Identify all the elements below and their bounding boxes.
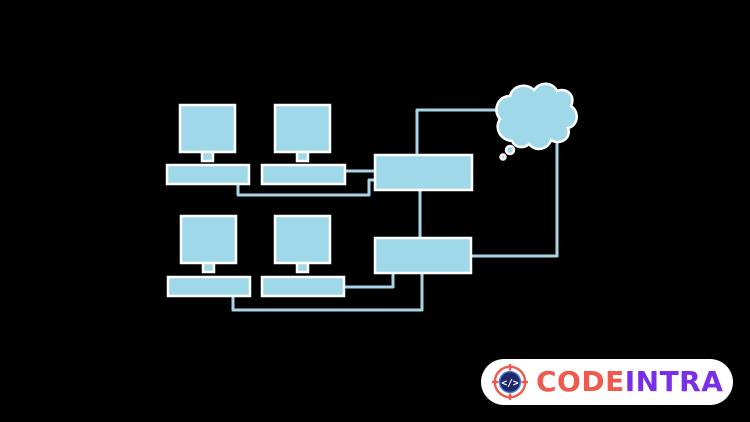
monitor-stand [201, 261, 216, 274]
computer-4 [260, 214, 346, 298]
computer-2 [260, 103, 347, 186]
connector-switch-top-cloud [415, 108, 497, 155]
monitor [178, 103, 237, 154]
brand-name-part1: CODE [536, 365, 625, 398]
monitor-stand [295, 150, 310, 163]
keyboard [260, 163, 347, 186]
keyboard [260, 275, 346, 298]
monitor-stand [295, 261, 310, 274]
connector-switch-bottom-cloud [472, 135, 559, 258]
brand-name: CODEINTRA [536, 368, 723, 396]
cloud-shape [495, 82, 578, 151]
brand-badge: </> CODEINTRA [481, 359, 733, 405]
connector-computer1-switch-top [236, 178, 375, 197]
computer-1 [165, 103, 251, 186]
switch-top [373, 153, 474, 192]
connector-computer4-switch-bottom [344, 273, 395, 289]
monitor [273, 214, 332, 265]
monitor-stand [200, 150, 215, 163]
svg-text:</>: </> [501, 378, 518, 389]
computer-3 [166, 214, 252, 298]
cloud-bubble-small [499, 153, 507, 161]
code-target-icon: </> [491, 363, 529, 401]
cloud-bubble-large [504, 144, 516, 156]
brand-name-part2: INTRA [624, 365, 724, 398]
connector-computer3-switch-bottom [231, 273, 424, 312]
monitor [273, 103, 332, 154]
connector-lines [231, 108, 559, 312]
keyboard [165, 163, 251, 186]
monitor [179, 214, 238, 265]
switch-bottom [373, 236, 473, 275]
keyboard [166, 275, 252, 298]
cloud [495, 82, 578, 161]
